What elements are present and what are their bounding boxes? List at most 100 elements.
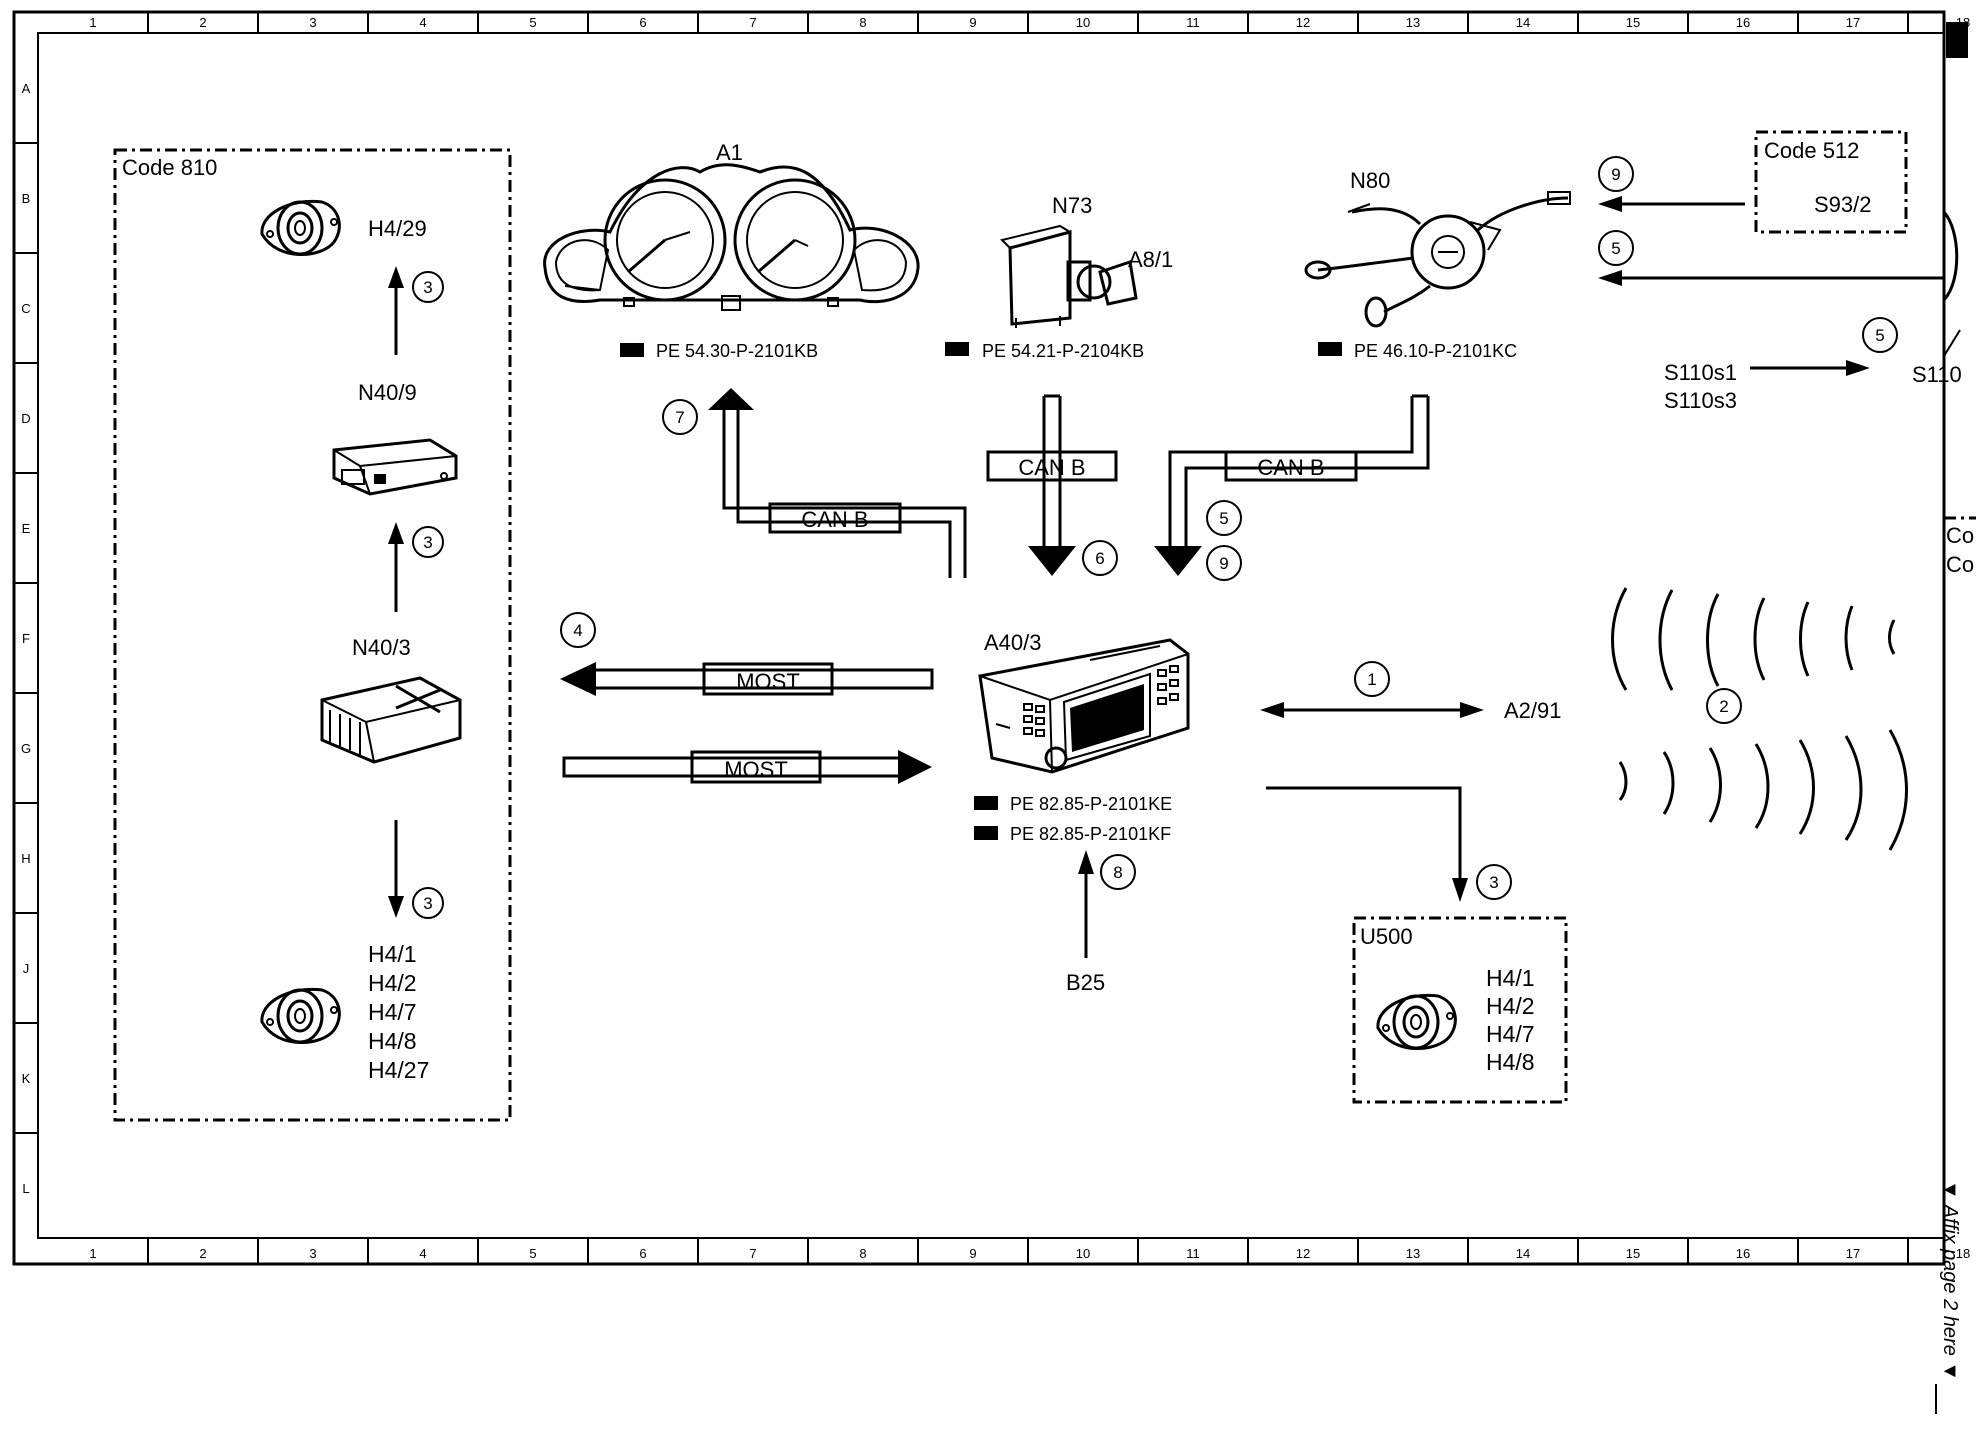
callout-number: 6	[1095, 549, 1104, 568]
ref-icon	[974, 796, 998, 810]
outer-frame	[12, 10, 1946, 1266]
arrowhead	[388, 266, 404, 288]
column-label: 13	[1406, 1246, 1420, 1261]
a40-3-reference-2: PE 82.85-P-2101KF	[1010, 824, 1171, 844]
n73-reference: PE 54.21-P-2104KB	[982, 341, 1144, 361]
b25-label: B25	[1066, 970, 1105, 995]
ref-icon	[1318, 342, 1342, 356]
column-ticks	[147, 12, 1909, 1264]
code810-group-box	[113, 148, 512, 1122]
speaker-label: H4/2	[368, 970, 417, 996]
can-b-box-1	[768, 502, 902, 534]
column-label: 9	[969, 15, 976, 30]
callout-circle	[1206, 545, 1242, 581]
most-label-2: MOST	[724, 757, 788, 782]
can-b-label-2: CAN B	[1018, 455, 1085, 480]
row-label: H	[21, 851, 30, 866]
arrowhead	[1078, 850, 1094, 874]
column-label: 2	[199, 1246, 206, 1261]
right-edge-label-1: Co	[1946, 523, 1974, 548]
column-label: 5	[529, 15, 536, 30]
speaker-label: H4/7	[368, 999, 417, 1025]
column-label: 4	[419, 1246, 426, 1261]
callout-circle	[560, 612, 596, 648]
column-label: 7	[749, 1246, 756, 1261]
column-label: 18	[1956, 1246, 1970, 1261]
row-ticks	[14, 142, 38, 1134]
column-label: 4	[419, 15, 426, 30]
callout-circle	[1706, 688, 1742, 724]
callout-circle	[412, 271, 444, 303]
column-label: 13	[1406, 15, 1420, 30]
can-b-box-3	[1224, 450, 1358, 482]
can-b-label-3: CAN B	[1257, 455, 1324, 480]
can-b-label-1: CAN B	[801, 507, 868, 532]
ref-icon	[620, 343, 644, 357]
s93-2-label: S93/2	[1814, 192, 1872, 217]
head-unit-icon	[978, 638, 1190, 774]
column-label: 5	[529, 1246, 536, 1261]
callout-circle	[412, 887, 444, 919]
a2-91-label: A2/91	[1504, 698, 1562, 723]
column-label: 14	[1516, 1246, 1530, 1261]
arrowhead-n80	[1154, 546, 1202, 576]
row-label: F	[22, 631, 30, 646]
speaker-left-icon	[260, 987, 341, 1044]
arrowhead	[1260, 702, 1284, 718]
s110s3-label: S110s3	[1664, 388, 1737, 413]
speaker-label: H4/1	[1486, 965, 1535, 991]
a40-3-label: A40/3	[984, 630, 1042, 655]
arrowhead-most-2	[898, 750, 932, 784]
column-label: 1	[89, 15, 96, 30]
n80-reference: PE 46.10-P-2101KC	[1354, 341, 1517, 361]
u500-label: U500	[1360, 924, 1413, 949]
column-label: 11	[1186, 1246, 1200, 1261]
column-label: 11	[1186, 15, 1200, 30]
ref-icon	[945, 342, 969, 356]
can-bus-a1-inner	[736, 408, 952, 578]
callout-circle	[1862, 317, 1898, 353]
row-label: C	[21, 301, 30, 316]
corner-marker	[1946, 22, 1968, 58]
code512-label: Code 512	[1764, 138, 1859, 163]
n73-label: N73	[1052, 193, 1092, 218]
callout-number: 3	[423, 894, 432, 913]
row-label: A	[22, 81, 31, 96]
row-label: B	[22, 191, 31, 206]
a40-3-reference-1: PE 82.85-P-2101KE	[1010, 794, 1172, 814]
row-label: J	[23, 961, 30, 976]
column-label: 10	[1076, 15, 1090, 30]
n80-label: N80	[1350, 168, 1390, 193]
callout-number: 5	[1875, 326, 1884, 345]
u500-group-box	[1352, 916, 1568, 1104]
row-label: E	[22, 521, 31, 536]
speaker-label: H4/7	[1486, 1021, 1535, 1047]
can-bus-a1-outer	[722, 408, 967, 578]
column-label: 12	[1296, 15, 1310, 30]
row-label: L	[22, 1181, 29, 1196]
callout-number: 9	[1219, 554, 1228, 573]
column-label: 12	[1296, 1246, 1310, 1261]
column-label: 16	[1736, 15, 1750, 30]
column-label: 15	[1626, 1246, 1640, 1261]
column-label: 15	[1626, 15, 1640, 30]
row-label: D	[21, 411, 30, 426]
arrowhead	[388, 522, 404, 544]
arrowhead-a1	[708, 388, 754, 410]
callout-number: 3	[1489, 873, 1498, 892]
callout-circle	[662, 399, 698, 435]
speaker-label: H4/8	[368, 1028, 417, 1054]
column-label: 14	[1516, 15, 1530, 30]
callout-number: 3	[423, 278, 432, 297]
column-label: 8	[859, 15, 866, 30]
a1-reference: PE 54.30-P-2101KB	[656, 341, 818, 361]
column-label: 6	[639, 15, 646, 30]
speakers-left-list: H4/1H4/2H4/7H4/8H4/27	[368, 941, 429, 1083]
speaker-label: H4/8	[1486, 1049, 1535, 1075]
callout-number: 8	[1113, 863, 1122, 882]
speakers-u500-list: H4/1H4/2H4/7H4/8	[1486, 965, 1535, 1075]
